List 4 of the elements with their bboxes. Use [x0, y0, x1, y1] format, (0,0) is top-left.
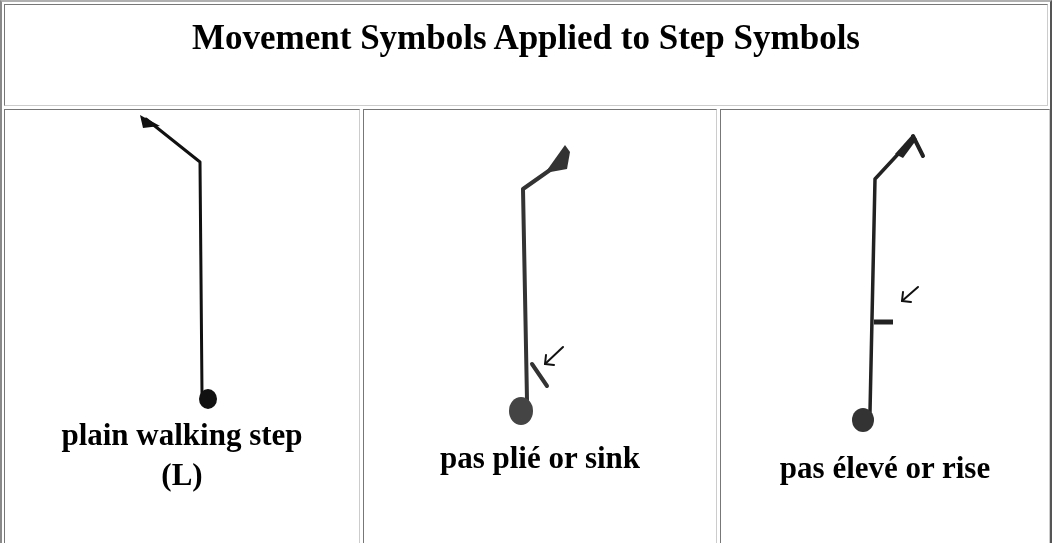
step-caption: pas élevé or rise: [778, 449, 992, 487]
step-caption: pas plié or sink: [438, 439, 642, 477]
step-caption: plain walking step (L): [60, 416, 304, 495]
table-title: Movement Symbols Applied to Step Symbols: [191, 19, 861, 58]
